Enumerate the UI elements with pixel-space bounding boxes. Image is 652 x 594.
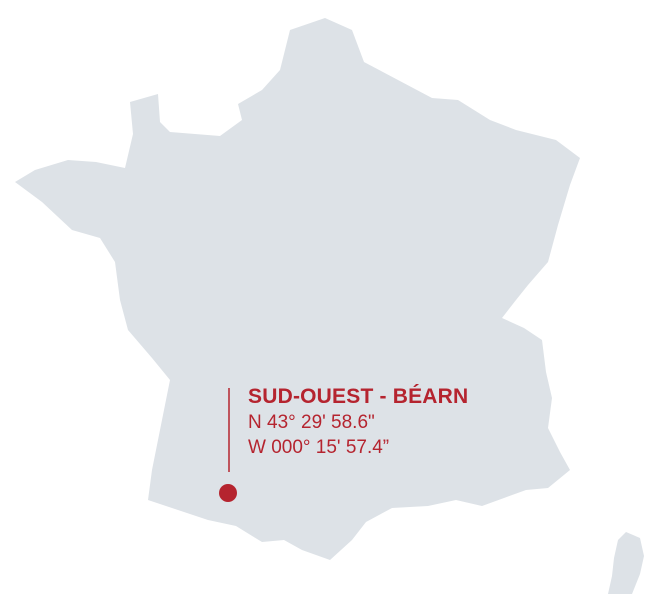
france-mainland-shape <box>15 18 580 560</box>
region-name: SUD-OUEST - BÉARN <box>248 385 469 408</box>
location-label: SUD-OUEST - BÉARN N 43° 29' 58.6" W 000°… <box>248 386 468 457</box>
longitude-text: W 000° 15' 57.4” <box>248 437 390 458</box>
corsica-shape <box>608 532 644 594</box>
latitude-text: N 43° 29' 58.6" <box>248 412 375 433</box>
location-marker-dot[interactable] <box>219 484 237 502</box>
